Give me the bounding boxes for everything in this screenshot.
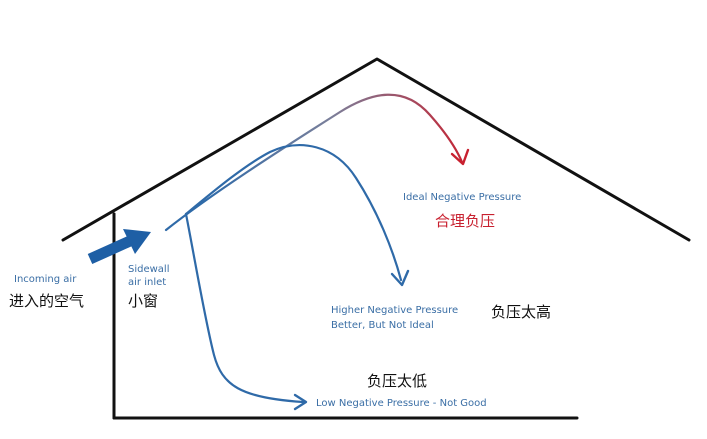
higher-pressure-label-line2: Better, But Not Ideal [331,320,434,331]
ideal-arrowhead-icon [450,148,470,166]
higher-airflow-path [184,144,403,282]
higher-arrowhead-icon [390,269,410,287]
airflow-arrowheads [293,148,470,411]
house-outline [61,57,691,420]
ideal-pressure-cn-label: 合理负压 [435,212,495,230]
low-arrowhead-icon [293,393,308,411]
ideal-pressure-label: Ideal Negative Pressure [403,192,521,203]
airflow-lines [164,93,464,404]
sidewall-label-line1: Sidewall [128,264,170,275]
incoming-air-label: Incoming air [14,274,77,285]
higher-pressure-cn-label: 负压太高 [491,303,551,321]
incoming-air-arrow-icon [87,229,151,265]
sidewall-cn-label: 小窗 [128,292,158,310]
low-airflow-path [184,212,305,404]
low-pressure-cn-label: 负压太低 [367,372,427,390]
higher-pressure-label-line1: Higher Negative Pressure [331,305,458,316]
low-pressure-label: Low Negative Pressure - Not Good [316,398,487,409]
roof-line [61,57,691,242]
labels: Incoming air 进入的空气 Sidewall air inlet 小窗… [9,192,551,409]
sidewall-label-line2: air inlet [128,277,166,288]
incoming-air-cn-label: 进入的空气 [9,292,84,310]
ideal-airflow-path [164,93,464,232]
